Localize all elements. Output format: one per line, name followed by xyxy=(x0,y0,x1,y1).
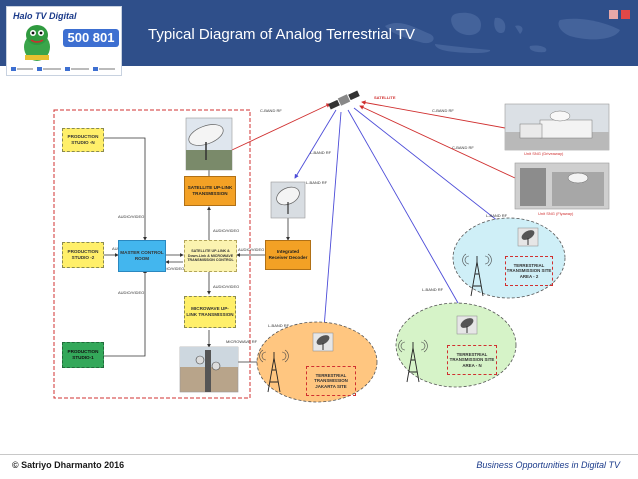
jakarta-site-area xyxy=(256,321,378,403)
label-av-studio-1: AUDIO/VIDEO xyxy=(118,290,145,295)
label-l-band-center: L-BAND RF xyxy=(310,150,332,155)
sng-flyaway-label: Unit SNG (Flyaway) xyxy=(538,211,574,216)
area-n-tower-icon xyxy=(406,342,420,383)
sng-flyaway-photo xyxy=(514,162,610,210)
slide-title: Typical Diagram of Analog Terrestrial TV xyxy=(148,26,416,43)
label-av-mcr: AUDIO/VIDEO xyxy=(158,266,185,271)
jakarta-dish-icon xyxy=(312,332,334,352)
window-controls xyxy=(609,10,630,19)
label-l-band-area-2: L-BAND RF xyxy=(486,213,508,218)
satellite-dish-photo xyxy=(185,117,233,171)
satellite-downlink-control: SATELLITE UP-LINK & Down-Link & MICROWAV… xyxy=(184,240,237,272)
ird-dish-photo xyxy=(270,181,306,219)
connector-studio-n xyxy=(104,137,147,241)
l-band-jakarta-line xyxy=(322,111,342,329)
mascot-icon xyxy=(24,25,50,61)
l-band-ird-line xyxy=(294,109,337,179)
microwave-uplink-transmission: MICROWAVE UP-LINK TRANSMISSION xyxy=(184,296,236,328)
area-2-dish-icon xyxy=(517,227,539,247)
label-l-band-area-n: L-BAND RF xyxy=(422,287,444,292)
jakarta-tower-icon xyxy=(267,352,281,393)
l-band-area-n-line xyxy=(347,109,463,311)
c-band-sng-flyaway-line xyxy=(359,105,516,179)
production-studio-n: PRODUCTION STUDIO -N xyxy=(62,128,104,152)
area-n-signal-icon xyxy=(398,339,428,353)
area-2-signal-icon xyxy=(462,253,492,267)
label-av-ird: AUDIO/VIDEO xyxy=(238,247,265,252)
decor-square-icon xyxy=(621,10,630,19)
production-studio-2: PRODUCTION STUDIO -2 xyxy=(62,242,104,268)
production-studio-1: PRODUCTION STUDIO-1 xyxy=(62,342,104,368)
connector-studio-1 xyxy=(104,269,147,357)
logo-number: 500 801 xyxy=(63,29,119,47)
l-band-area-2-line xyxy=(353,107,513,233)
label-l-band-ird: L-BAND RF xyxy=(306,180,328,185)
label-av-satuplink: AUDIO/VIDEO xyxy=(213,228,240,233)
station-boundary xyxy=(53,109,251,399)
label-c-band-driveaway: C-BAND RF xyxy=(432,108,454,113)
c-band-sng-driveaway-line xyxy=(361,100,506,129)
label-c-band-flyaway: C-BAND RF xyxy=(452,145,474,150)
indonesia-map-decoration xyxy=(385,12,620,54)
contact-icons xyxy=(11,67,115,71)
sng-driveaway-label: Unit SNG (Driveaway) xyxy=(524,151,564,156)
c-band-uplink-line xyxy=(231,103,331,151)
microwave-tower-photo xyxy=(179,346,239,393)
integrated-receiver-decoder: Integrated Receiver Decoder xyxy=(265,240,311,270)
satellite-icon xyxy=(328,90,360,110)
footer-subtitle: Business Opportunities in Digital TV xyxy=(476,460,620,470)
jakarta-signal-icon xyxy=(259,349,289,363)
master-control-room: MASTER CONTROL ROOM xyxy=(118,240,166,272)
jakarta-site-box: TERRESTRIAL TRANSMISSION JAKARTA SITE xyxy=(306,366,356,396)
area-2-tower-icon xyxy=(470,256,484,297)
footer-divider xyxy=(0,454,638,455)
decor-square-icon xyxy=(609,10,618,19)
satellite-label: SATELLITE xyxy=(374,95,396,100)
label-microwave-rf: MICROWAVE RF xyxy=(226,339,258,344)
logo-contacts-strip xyxy=(9,65,119,73)
label-av-microwave: AUDIO/VIDEO xyxy=(213,284,240,289)
label-l-band-jakarta: L-BAND RF xyxy=(268,323,290,328)
footer-copyright: © Satriyo Dharmanto 2016 xyxy=(12,460,125,470)
area-n-dish-icon xyxy=(456,315,478,335)
sng-driveaway-photo xyxy=(504,103,610,151)
logo-tagline: Halo TV Digital xyxy=(13,11,77,21)
area-n-site-box: TERRESTRIAL TRANSMISSION SITE AREA - N xyxy=(447,345,497,375)
area-2-site-box: TERRESTRIAL TRANSMISSION SITE AREA - 2 xyxy=(505,256,553,286)
label-av-studio-n: AUDIO/VIDEO xyxy=(118,214,145,219)
satellite-uplink-transmission: SATELLITE UP-LINK TRANSMISSION xyxy=(184,176,236,206)
label-c-band-uplink: C-BAND RF xyxy=(260,108,282,113)
logo: Halo TV Digital 500 801 xyxy=(6,6,122,76)
